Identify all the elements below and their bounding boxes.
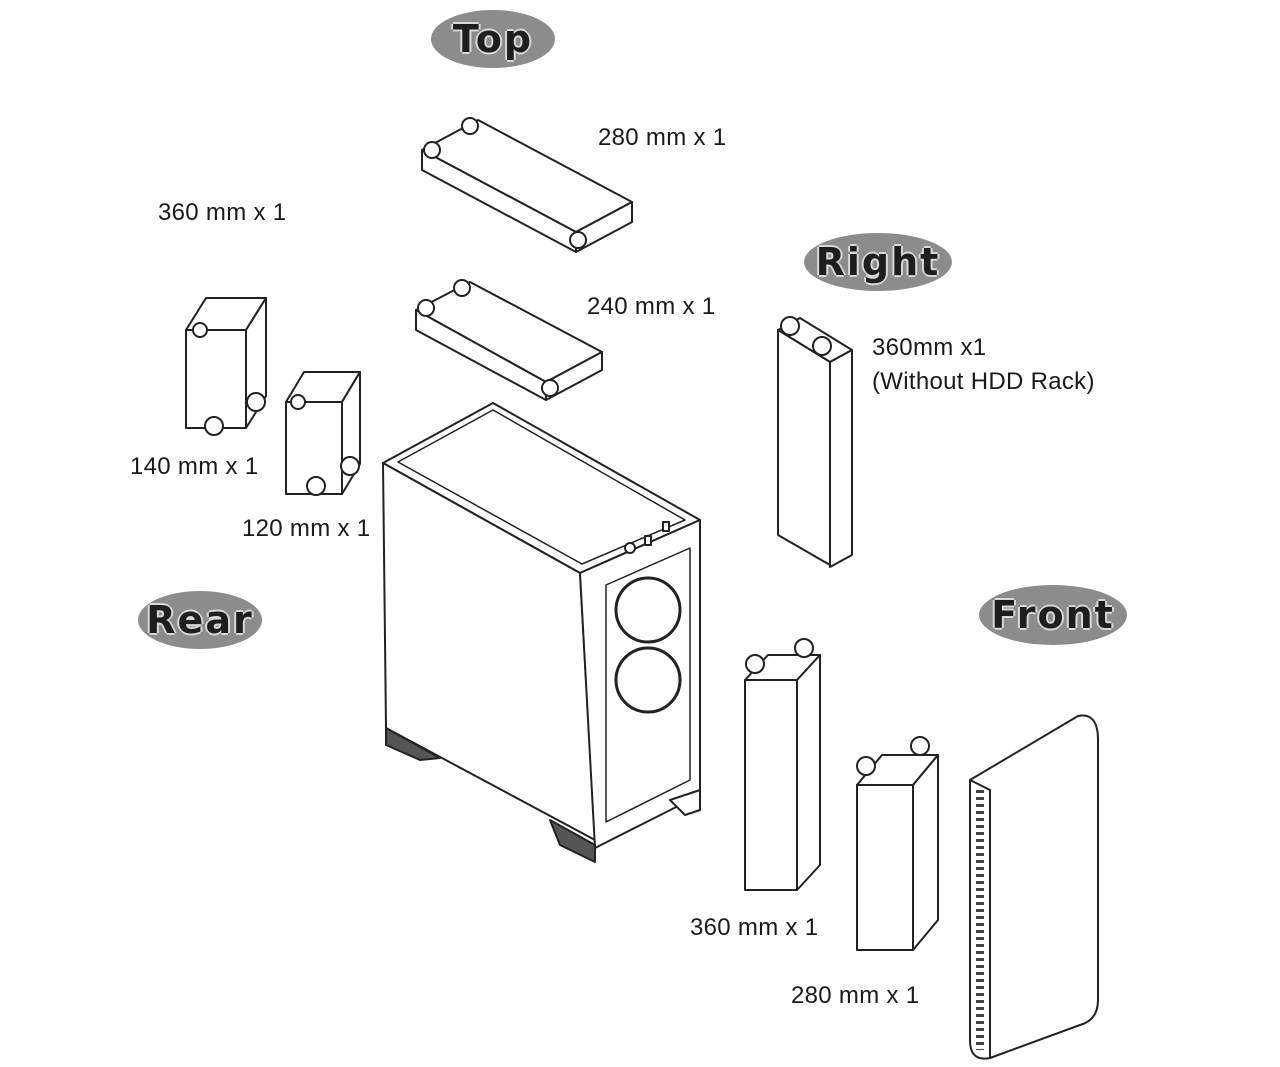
label-front-280: 280 mm x 1 bbox=[791, 982, 920, 1009]
section-top-badge: Top bbox=[431, 10, 555, 68]
radiator-rear-120 bbox=[285, 371, 361, 496]
label-top-240: 240 mm x 1 bbox=[587, 293, 716, 320]
radiator-right-360 bbox=[777, 316, 853, 568]
section-rear-badge: Rear bbox=[138, 591, 262, 649]
label-top-280: 280 mm x 1 bbox=[598, 124, 727, 151]
label-right-note: (Without HDD Rack) bbox=[872, 368, 1095, 395]
radiator-front-280 bbox=[856, 736, 939, 951]
radiator-top-240 bbox=[415, 279, 603, 401]
label-right-360: 360mm x1 bbox=[872, 334, 987, 361]
pc-case bbox=[382, 402, 701, 863]
section-front-badge: Front bbox=[979, 585, 1127, 645]
label-rear-120: 120 mm x 1 bbox=[242, 515, 371, 542]
label-front-360: 360 mm x 1 bbox=[690, 914, 819, 941]
label-rear-140: 140 mm x 1 bbox=[130, 453, 259, 480]
radiator-top-280 bbox=[421, 117, 633, 253]
radiator-front-360 bbox=[744, 638, 821, 891]
section-right-badge: Right bbox=[804, 233, 952, 291]
front-panel bbox=[969, 714, 1099, 1060]
radiator-rear-140 bbox=[185, 297, 267, 436]
label-top-360: 360 mm x 1 bbox=[158, 199, 287, 226]
